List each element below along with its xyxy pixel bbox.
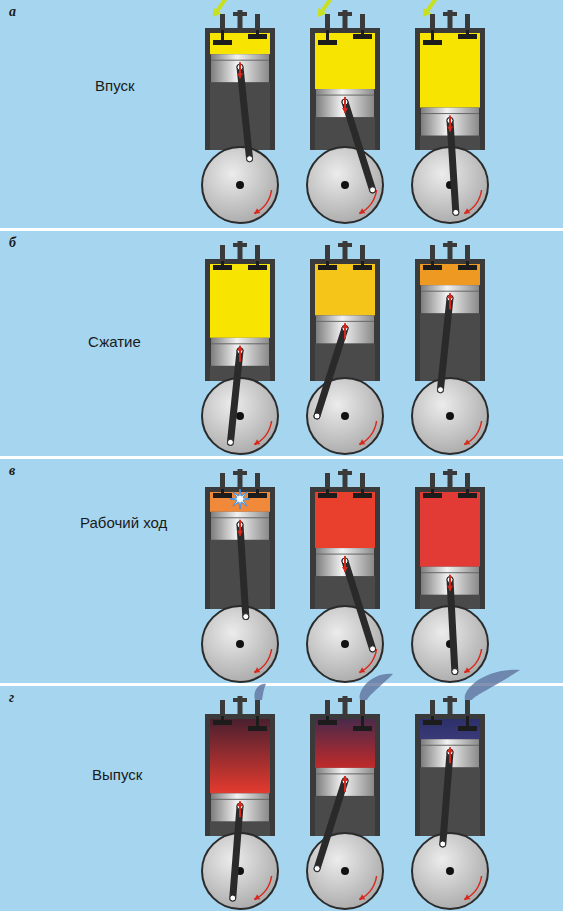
cylinder-figure — [307, 674, 393, 909]
cylinder-figure — [307, 241, 383, 454]
cylinder-figure — [202, 684, 278, 909]
cylinder-figure — [202, 0, 278, 223]
panel-letter: а — [9, 4, 16, 20]
cylinder-figure — [412, 469, 488, 682]
cylinder-figure — [307, 0, 383, 223]
stroke-name: Впуск — [95, 77, 135, 94]
stroke-name: Рабочий ход — [80, 514, 167, 531]
stroke-name: Сжатие — [88, 333, 141, 350]
cylinder-figure — [202, 469, 278, 682]
panel-letter: б — [9, 235, 16, 251]
cylinder-figure — [412, 241, 488, 454]
panel-letter: в — [9, 463, 15, 479]
stroke-name: Выпуск — [92, 766, 142, 783]
cylinder-figure — [307, 469, 383, 682]
panel-letter: г — [9, 690, 14, 706]
cylinder-figure — [202, 241, 278, 454]
cylinder-figure — [412, 0, 488, 223]
cylinder-figure — [412, 670, 520, 909]
